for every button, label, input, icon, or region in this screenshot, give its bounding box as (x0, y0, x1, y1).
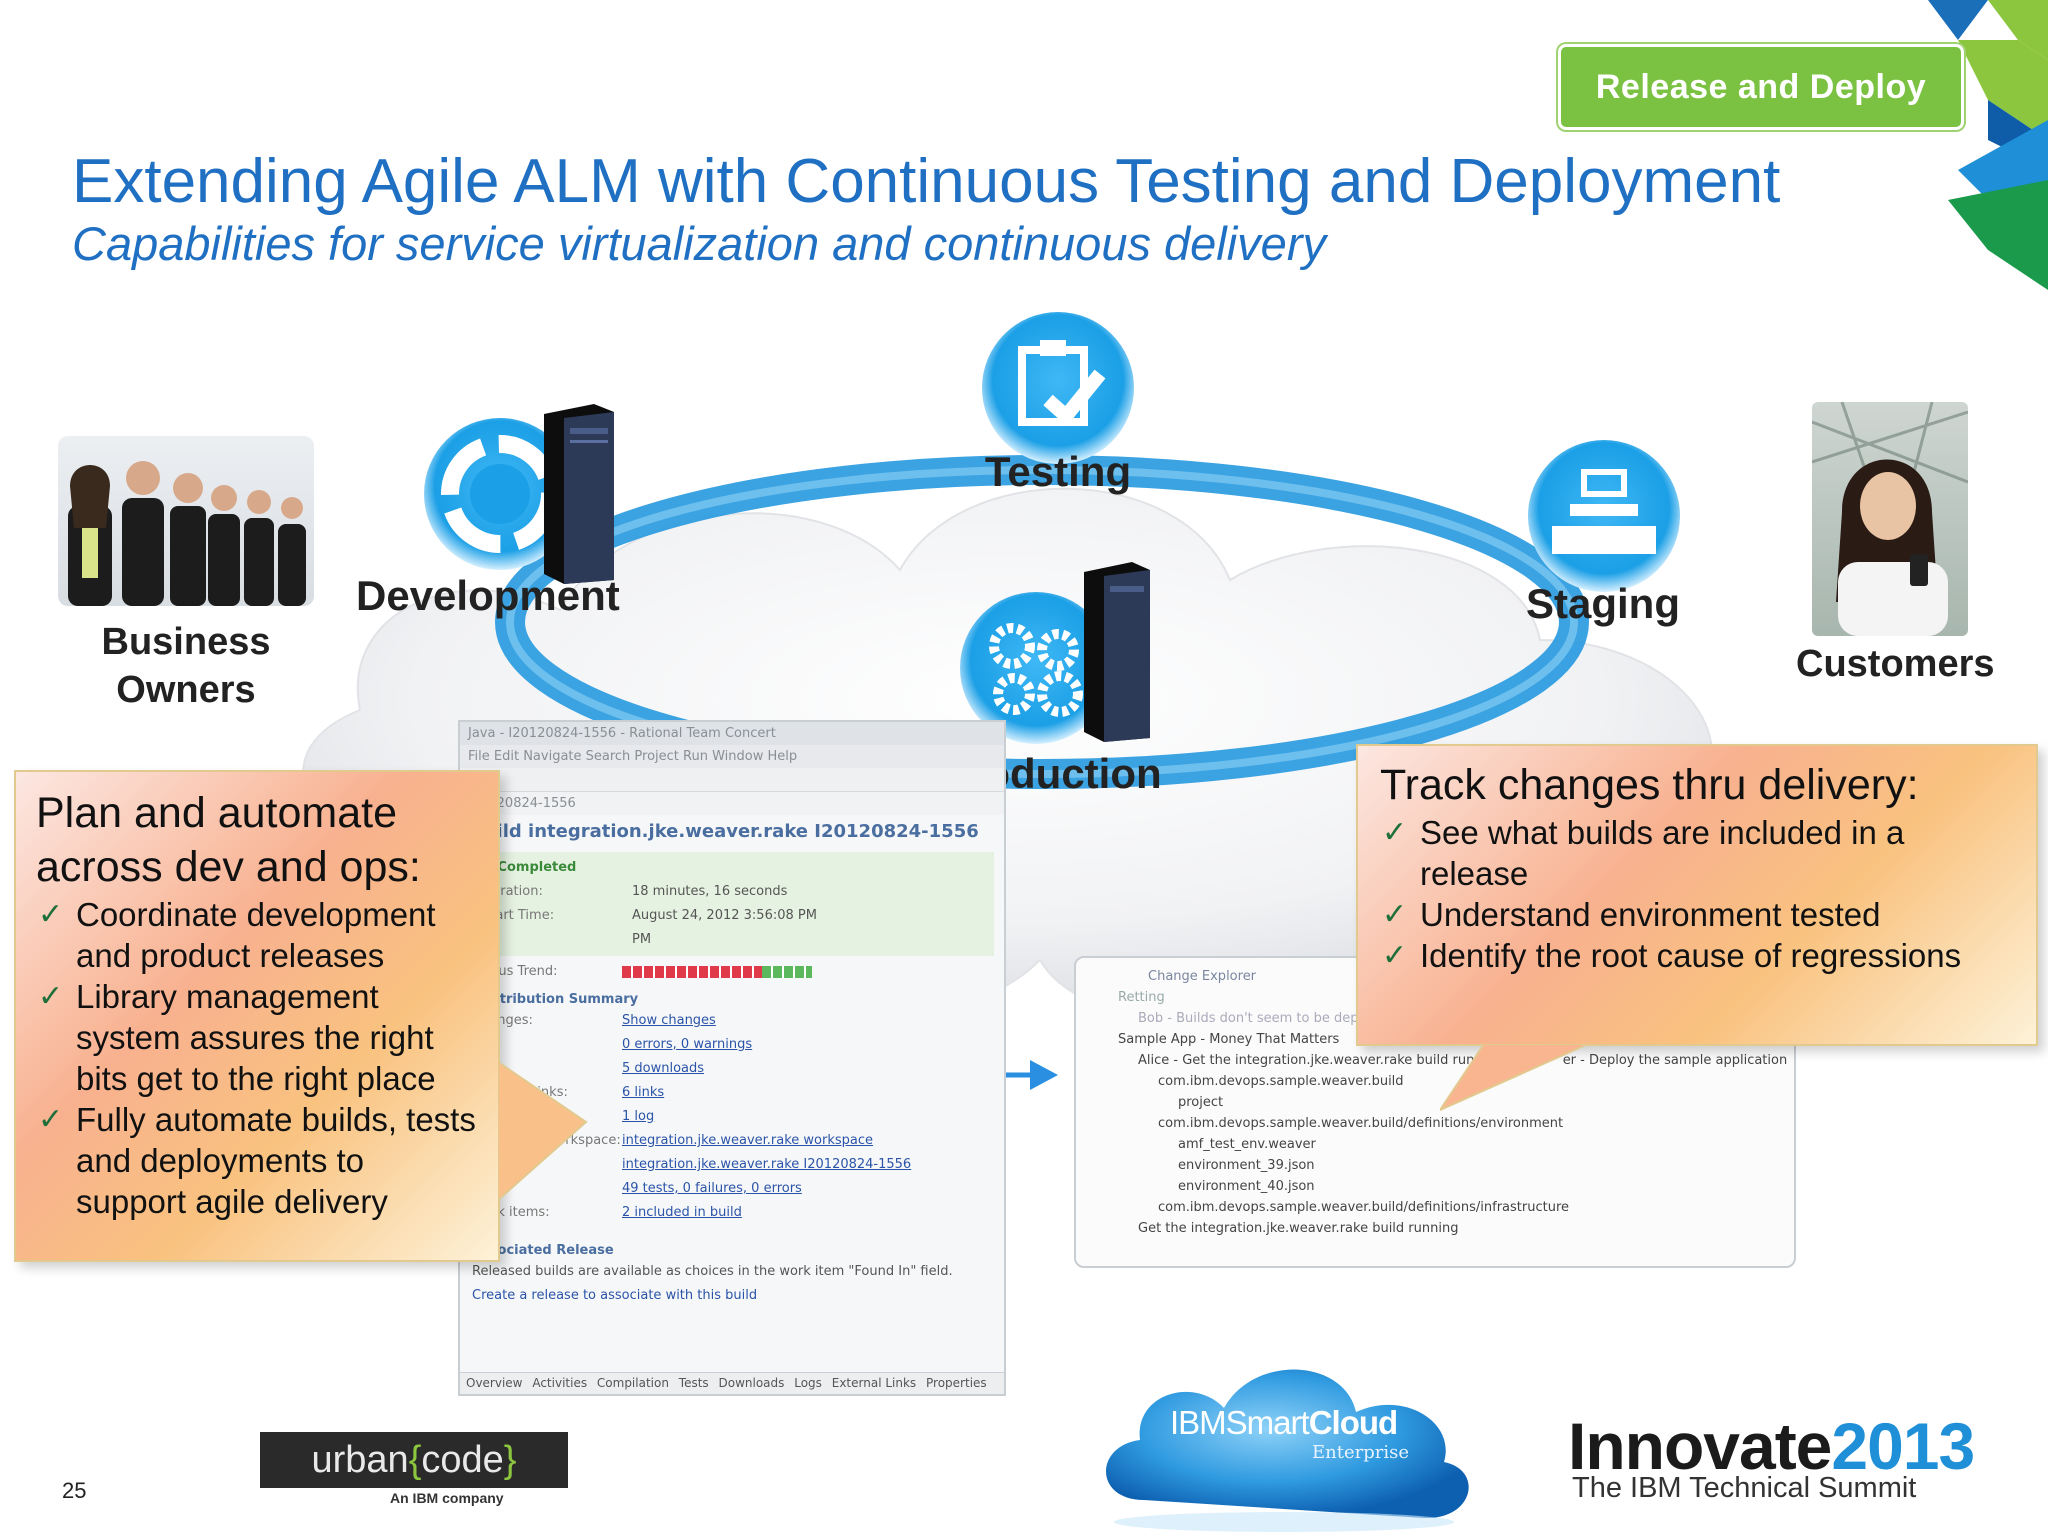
callout-left-list: ✓Coordinate development and product rele… (36, 894, 478, 1222)
row-end-time: PM (632, 932, 652, 947)
check-icon: ✓ (38, 980, 64, 1013)
slide-subtitle: Capabilities for service virtualization … (72, 217, 1326, 270)
innovate-logo: Innovate2013 (1568, 1409, 1975, 1483)
editor-tabs: Overview Activities Compilation Tests Do… (460, 1372, 1004, 1394)
change-explorer-tab[interactable]: Change Explorer (1148, 969, 1257, 984)
corner-decoration (1928, 0, 2048, 290)
check-icon: ✓ (1382, 898, 1408, 931)
page-number: 25 (62, 1478, 87, 1503)
innovate-tagline: The IBM Technical Summit (1572, 1472, 1917, 1504)
row-start-time: Start Time:August 24, 2012 3:56:08 PM (482, 908, 817, 923)
summary-row: Changes:Show changes (472, 1013, 716, 1028)
tree-row[interactable]: com.ibm.devops.sample.weaver.build/defin… (1158, 1200, 1570, 1215)
callout-right-list: ✓See what builds are included in a relea… (1380, 812, 2014, 976)
track-changes-callout: Track changes thru delivery: ✓See what b… (1356, 744, 2038, 1046)
callout-right-pointer (1440, 1044, 1589, 1112)
callout-left-heading-1: Plan and automate (36, 789, 397, 837)
callout-left-pointer (498, 1062, 588, 1202)
callout-right-heading: Track changes thru delivery: (1380, 761, 1919, 809)
urbancode-logo: urban{code} (260, 1432, 568, 1488)
label-development: Development (356, 572, 620, 619)
gears-icon (960, 592, 1112, 744)
callout-left-heading-2: across dev and ops: (36, 843, 421, 891)
customer-photo (1812, 402, 1968, 636)
tree-row[interactable]: project (1178, 1095, 1224, 1110)
build-crumb: I20120824-1556 (460, 792, 1004, 815)
tab-tests[interactable]: Tests (678, 1376, 709, 1390)
tree-row[interactable]: com.ibm.devops.sample.weaver.build (1158, 1074, 1404, 1089)
ibm-smartcloud-logo: IBMSmartCloud Enterprise (1084, 1350, 1484, 1536)
tab-downloads[interactable]: Downloads (718, 1376, 785, 1390)
plan-automate-callout: Plan and automate across dev and ops: ✓C… (14, 770, 500, 1262)
list-item: ✓Library management system assures the r… (38, 978, 436, 1097)
associated-release-text: Released builds are available as choices… (472, 1264, 953, 1279)
check-icon: ✓ (1382, 939, 1408, 972)
tree-row[interactable]: environment_39.json (1178, 1158, 1315, 1173)
label-business-owners-1: Business (101, 621, 271, 663)
list-item: ✓Identify the root cause of regressions (1382, 937, 1962, 974)
window-toolbar[interactable] (460, 768, 1004, 792)
label-staging: Staging (1526, 580, 1680, 627)
stack-icon (1528, 440, 1680, 592)
contribution-summary-heading: Contribution Summary (472, 992, 639, 1007)
tab-external-links[interactable]: External Links (831, 1376, 917, 1390)
label-business-owners-2: Owners (116, 669, 256, 711)
status-trend-bar (622, 965, 762, 978)
tab-properties[interactable]: Properties (926, 1376, 987, 1390)
list-item: ✓See what builds are included in a relea… (1382, 814, 1905, 892)
row-duration: Duration:18 minutes, 16 seconds (482, 884, 788, 899)
summary-row: 0 errors, 0 warnings (622, 1037, 753, 1052)
tree-row: Alice - Get the integration.jke.weaver.r… (1138, 1053, 1788, 1068)
associated-release-heading: Associated Release (472, 1243, 614, 1258)
tab-activities[interactable]: Activities (532, 1376, 588, 1390)
release-deploy-badge: Release and Deploy (1558, 44, 1964, 130)
tree-row[interactable]: com.ibm.devops.sample.weaver.build/defin… (1158, 1116, 1564, 1131)
list-item: ✓Understand environment tested (1382, 896, 1881, 933)
check-icon: ✓ (1382, 816, 1408, 849)
check-icon: ✓ (38, 1103, 64, 1136)
associated-release-link[interactable]: Create a release to associate with this … (472, 1288, 758, 1303)
row-status-trend: Status Trend: (460, 960, 1004, 984)
business-owners-photo (58, 436, 314, 606)
clipboard-check-icon (982, 312, 1134, 464)
window-title: Java - I20120824-1556 - Rational Team Co… (460, 722, 1004, 745)
summary-row: Work items:2 included in build (472, 1205, 742, 1220)
label-customers: Customers (1796, 643, 1995, 685)
tab-compilation[interactable]: Compilation (596, 1376, 669, 1390)
tree-row[interactable]: environment_40.json (1178, 1179, 1315, 1194)
check-icon: ✓ (38, 898, 64, 931)
tree-row[interactable]: Bob - Builds don't seem to be deployed (1138, 1011, 1395, 1026)
tree-row[interactable]: amf_test_env.weaver (1178, 1137, 1316, 1152)
tab-overview[interactable]: Overview (466, 1376, 523, 1390)
summary-row: 5 downloads (622, 1061, 705, 1076)
slide-title: Extending Agile ALM with Continuous Test… (72, 147, 1781, 216)
list-item: ✓Fully automate builds, tests and deploy… (38, 1101, 476, 1220)
tab-logs[interactable]: Logs (794, 1376, 822, 1390)
label-testing: Testing (984, 448, 1132, 495)
prod-server-icon (1084, 562, 1150, 742)
tree-row[interactable]: Get the integration.jke.weaver.rake buil… (1138, 1221, 1459, 1236)
build-heading: Build integration.jke.weaver.rake I20120… (470, 821, 979, 842)
window-menubar[interactable]: File Edit Navigate Search Project Run Wi… (460, 745, 1004, 768)
urbancode-tagline: An IBM company (390, 1490, 504, 1506)
tree-row[interactable]: Retting (1118, 990, 1165, 1005)
build-result-window: Java - I20120824-1556 - Rational Team Co… (458, 720, 1006, 1396)
dev-server-icon (544, 404, 614, 584)
tree-row[interactable]: Sample App - Money That Matters (1118, 1032, 1340, 1047)
list-item: ✓Coordinate development and product rele… (38, 896, 436, 974)
build-status: ✓ Completed (482, 860, 577, 875)
